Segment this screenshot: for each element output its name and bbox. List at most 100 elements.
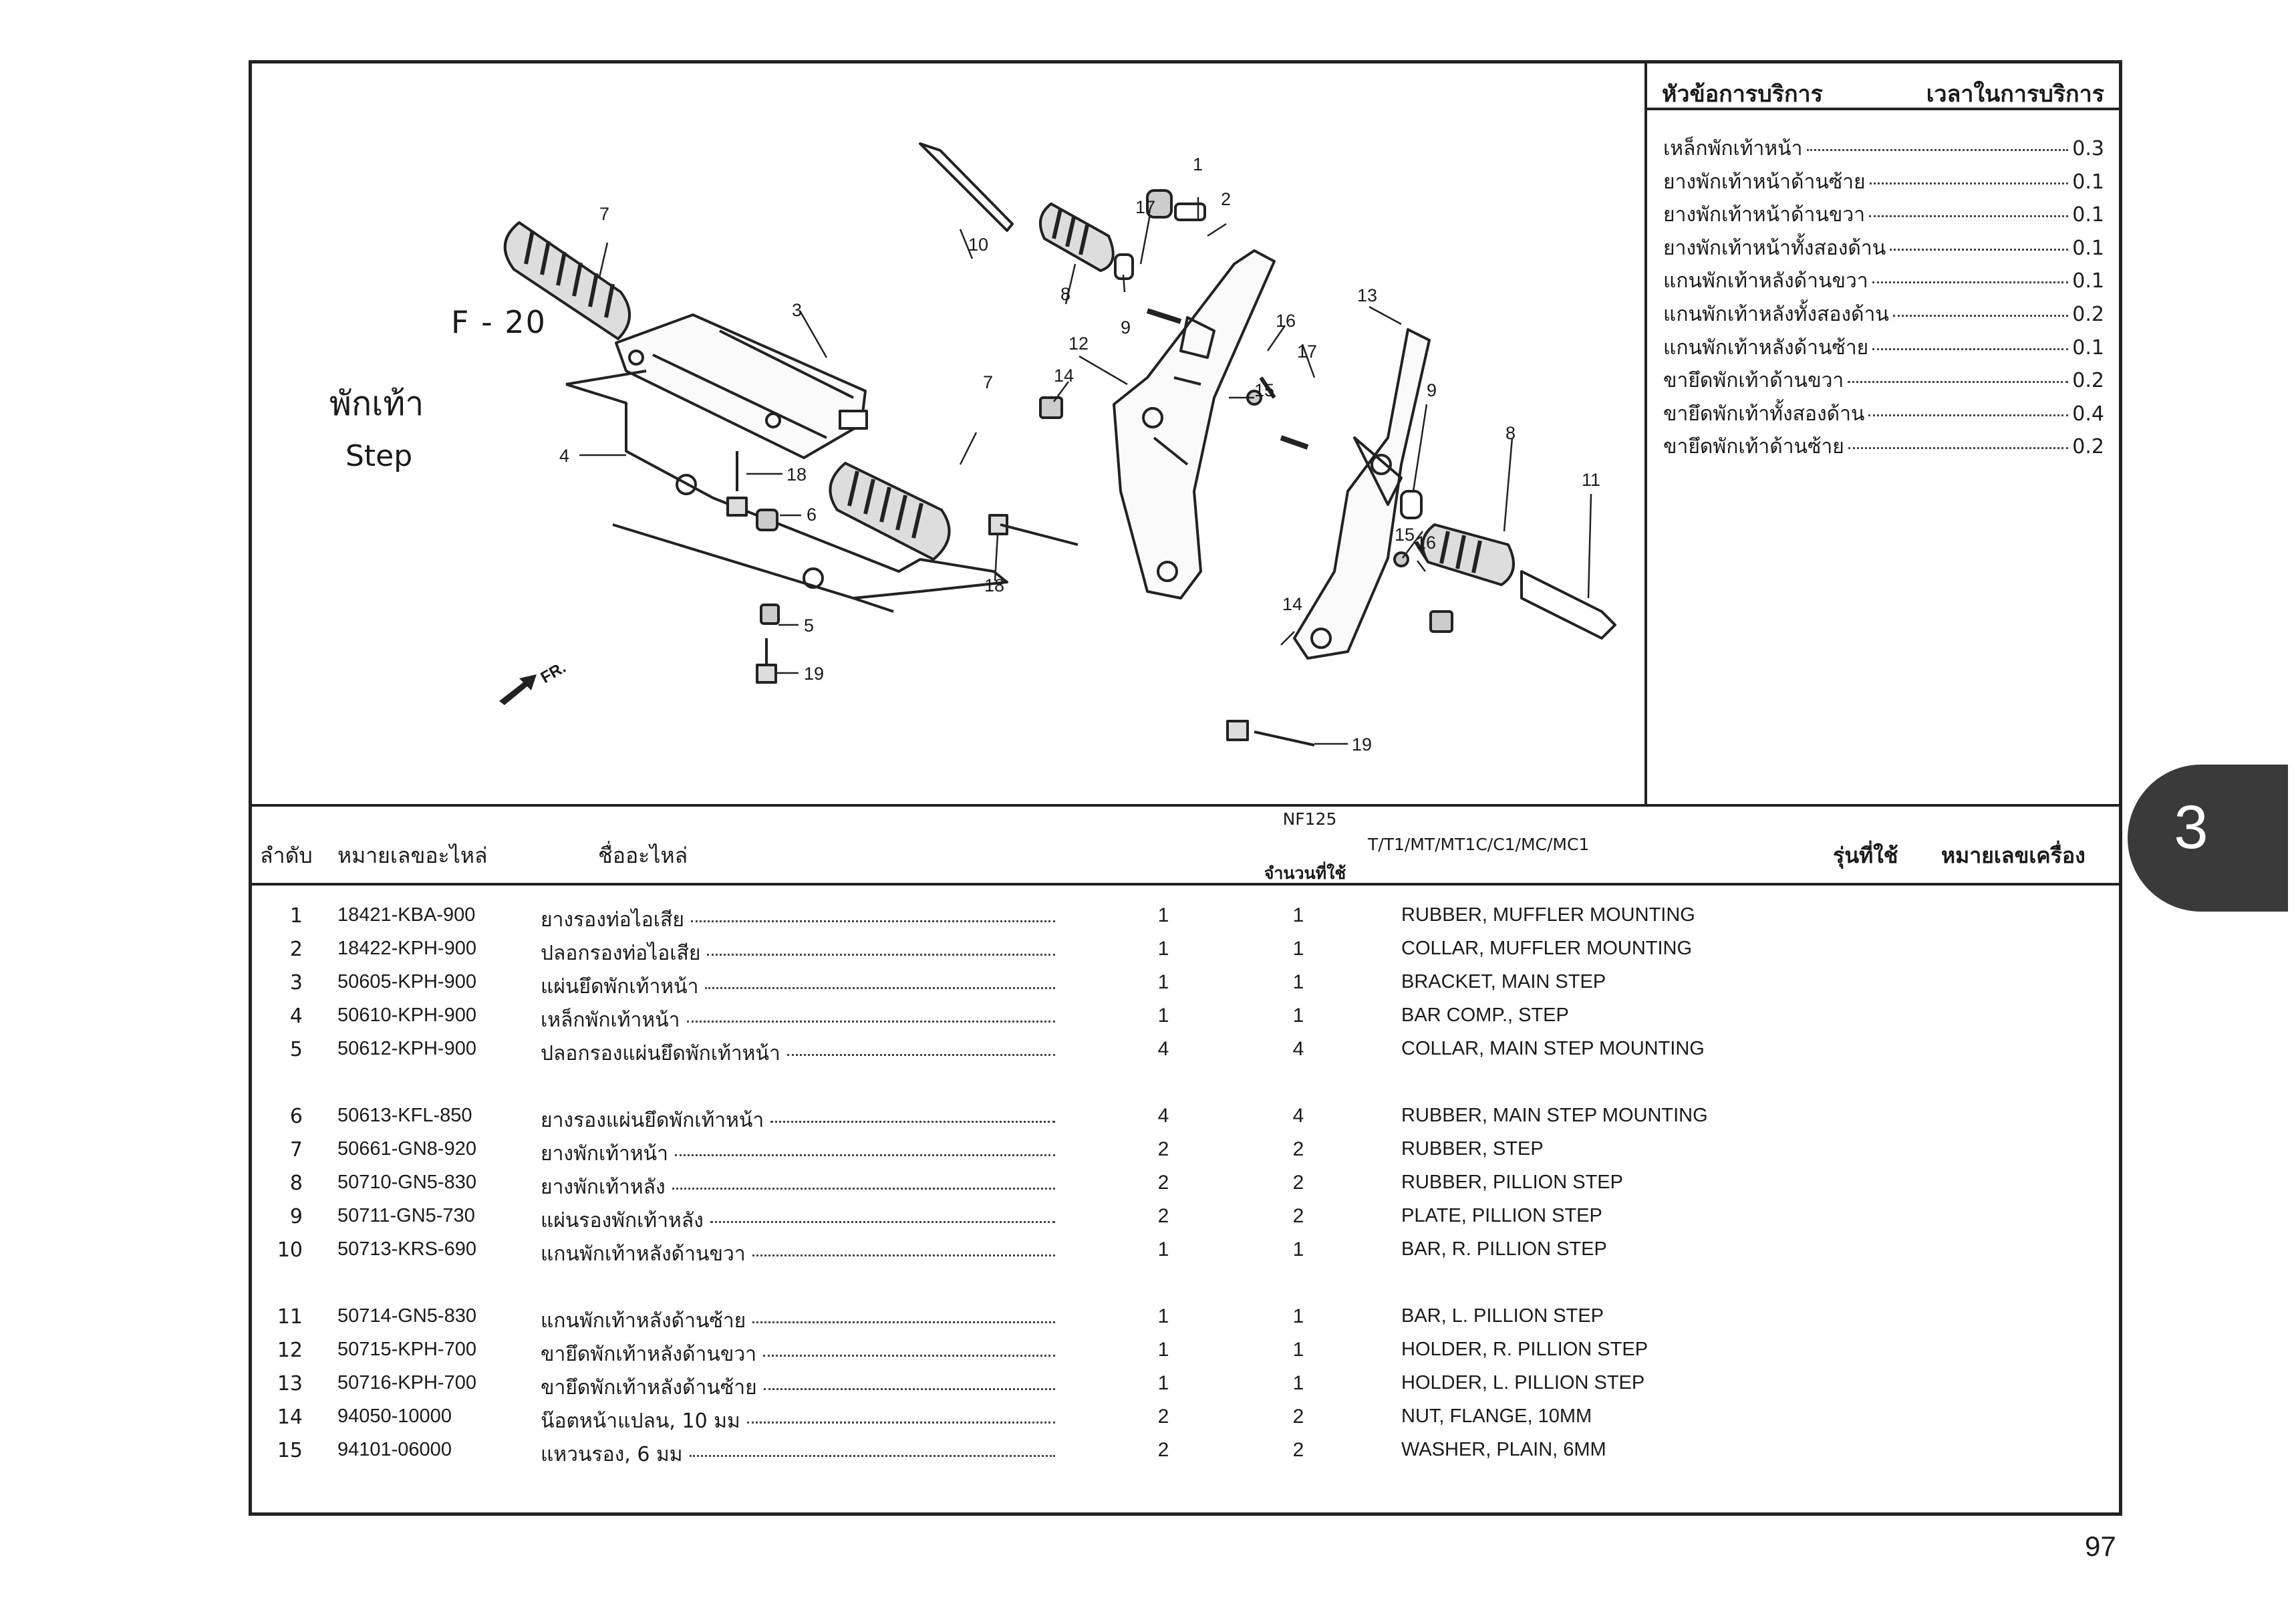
chapter-tab: 3 [2128, 765, 2288, 912]
callout-16-bottom: 16 [1416, 533, 1437, 553]
callout-9-right: 9 [1427, 380, 1437, 400]
callout-4: 4 [559, 446, 570, 466]
callout-10: 10 [968, 235, 989, 255]
page-number: 97 [2085, 1530, 2116, 1562]
muffler-rubber-1 [1146, 189, 1173, 219]
callout-2: 2 [1221, 189, 1232, 209]
callout-13: 13 [1357, 285, 1378, 305]
callout-12: 12 [1068, 333, 1089, 354]
callout-1: 1 [1193, 154, 1203, 174]
callout-15-bottom: 15 [1395, 525, 1415, 545]
column-header-model: NF125 [1282, 809, 1337, 829]
model-variant-1: T/T1/MT/MT1 [1368, 835, 1476, 854]
figure-code: F - 20 [451, 304, 547, 340]
step-rubber-center [829, 462, 951, 561]
pillion-holder-right [1113, 249, 1276, 599]
pillion-rubber-right [1038, 203, 1115, 272]
step-rubber-left [503, 221, 631, 340]
callout-14-right: 14 [1282, 594, 1303, 614]
callout-3: 3 [792, 300, 803, 320]
service-topic-header: หัวข้อการบริการ [1662, 81, 1823, 108]
page-frame: F - 20 พักเท้า Step [249, 60, 2122, 1516]
callout-11: 11 [1582, 470, 1601, 490]
parts-table-header: ลำดับ หมายเลขอะไหล่ ชื่ออะไหล่ NF125 T/T… [252, 807, 2119, 886]
pillion-bar-left [1520, 570, 1616, 640]
main-step-bracket [615, 313, 868, 459]
bolt-18-center [988, 514, 1079, 546]
column-header-model-variants: T/T1/MT/MT1 C/C1/MC/MC1 [1114, 835, 1589, 854]
callout-6: 6 [807, 505, 817, 525]
pin-17 [1280, 435, 1309, 450]
bolt-19-right [1226, 720, 1315, 747]
pillion-holder-left [1293, 328, 1431, 660]
service-time-panel: หัวข้อการบริการ เวลาในการบริการ เหล็กพัก… [1647, 63, 2119, 807]
column-header-no: ลำดับ [260, 843, 313, 868]
column-header-engine-no: หมายเลขเครื่อง [1941, 843, 2086, 868]
pillion-plate-left [1400, 490, 1423, 519]
leader-lines [579, 197, 1592, 745]
callout-15-top: 15 [1254, 380, 1275, 400]
mounting-collar-5 [760, 603, 780, 625]
callout-5: 5 [804, 616, 815, 636]
model-variant-2: C/C1/MC/MC1 [1475, 835, 1590, 854]
section-title-thai: พักเท้า [329, 384, 424, 423]
pin-16-upper [1259, 376, 1276, 399]
parts-drawing [503, 142, 1616, 747]
flange-nut-14-right [1429, 610, 1453, 633]
bolt-18-left [726, 451, 748, 517]
column-header-used-in: รุ่นที่ใช้ [1833, 843, 1898, 868]
column-header-name: ชื่ออะไหล่ [598, 843, 688, 868]
chapter-number: 3 [2174, 793, 2208, 861]
column-header-qty: จำนวนที่ใช้ [1264, 863, 1346, 883]
callout-17-top: 17 [1135, 197, 1156, 217]
front-direction-arrow [499, 674, 537, 705]
exploded-diagram: F - 20 พักเท้า Step [252, 63, 1647, 807]
section-title-english: Step [345, 439, 413, 473]
service-time-header: เวลาในการบริการ [1926, 81, 2104, 108]
pillion-bar-right [919, 142, 1014, 232]
callout-8-top: 8 [1060, 284, 1071, 304]
service-header: หัวข้อการบริการ เวลาในการบริการ [1647, 63, 2119, 110]
callout-18-center: 18 [984, 575, 1005, 595]
callout-19-right: 19 [1352, 734, 1373, 755]
bolt-19-left [756, 638, 777, 684]
callout-14-left: 14 [1054, 366, 1074, 386]
callout-8-right: 8 [1505, 423, 1516, 443]
callout-7-left: 7 [599, 204, 610, 224]
flange-nut-14-left [1039, 396, 1063, 419]
mounting-rubber-6 [756, 509, 778, 531]
pin-17-upper [1146, 308, 1182, 324]
callout-18-left: 18 [786, 464, 807, 485]
callout-7-center: 7 [983, 372, 994, 392]
callout-19-left: 19 [804, 664, 825, 684]
column-header-part-no: หมายเลขอะไหล่ [337, 843, 488, 868]
callout-17-mid: 17 [1297, 342, 1318, 362]
step-bar [565, 370, 1008, 613]
